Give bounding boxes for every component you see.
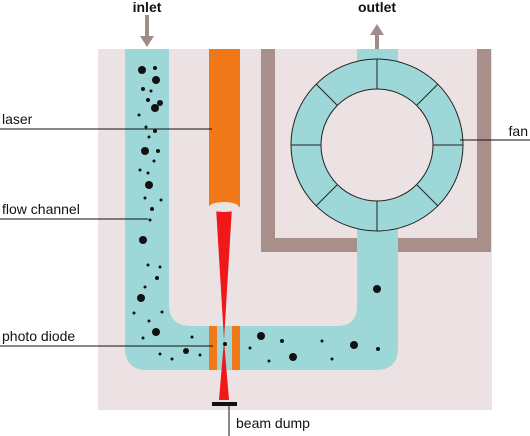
- outlet-label: outlet: [358, 0, 396, 15]
- fan: [290, 58, 464, 232]
- particles: [132, 66, 381, 363]
- outlet-arrow-icon: [370, 24, 384, 49]
- photo-diode-left: [209, 326, 217, 370]
- inlet-arrow-icon: [140, 15, 154, 47]
- laser-beam-lower: [219, 340, 229, 400]
- photo-diode-label: photo diode: [2, 328, 75, 344]
- fan-label: fan: [509, 123, 528, 139]
- laser-lens: [209, 202, 239, 212]
- laser-body: [209, 49, 240, 207]
- flow-channel-label: flow channel: [2, 201, 80, 217]
- laser-beam: [216, 207, 232, 340]
- photo-diode-right: [232, 326, 240, 370]
- beam-dump: [212, 402, 237, 406]
- laser-label: laser: [2, 111, 33, 127]
- beam-dump-label: beam dump: [236, 415, 310, 431]
- inlet-label: inlet: [133, 0, 162, 15]
- fan-blade-dividers: [291, 59, 463, 231]
